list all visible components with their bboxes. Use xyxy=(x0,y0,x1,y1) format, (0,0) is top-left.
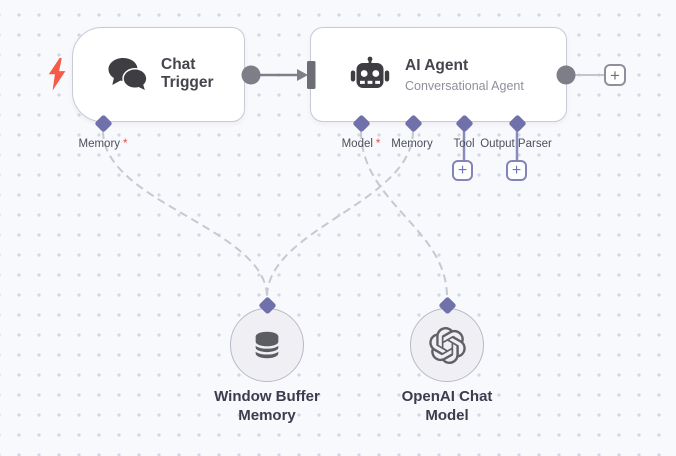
node-title-main: AI Agent xyxy=(405,57,469,74)
connection-memory-to-chat-trigger[interactable] xyxy=(102,130,268,298)
node-ai-agent[interactable]: AI Agent Conversational Agent xyxy=(310,27,567,122)
add-output-parser-button[interactable]: + xyxy=(506,160,527,181)
port-label-model: Model* xyxy=(341,138,381,150)
node-window-buffer-memory[interactable] xyxy=(230,308,304,382)
arrowhead-icon xyxy=(297,69,308,81)
plus-icon: + xyxy=(610,65,620,85)
lightning-bolt-icon xyxy=(48,58,66,91)
port-label-memory: Memory xyxy=(391,138,433,150)
plus-icon: + xyxy=(511,162,522,179)
required-asterisk: * xyxy=(123,138,128,150)
openai-logo-icon xyxy=(428,326,466,364)
node-title: Chat Trigger xyxy=(161,55,214,92)
node-openai-chat-model[interactable] xyxy=(410,308,484,382)
add-tool-button[interactable]: + xyxy=(452,160,473,181)
chat-bubbles-icon xyxy=(108,58,148,93)
connection-memory-to-ai-agent[interactable] xyxy=(266,130,414,298)
node-subtitle: Conversational Agent xyxy=(405,78,524,93)
node-chat-trigger[interactable]: Chat Trigger xyxy=(72,27,245,122)
connection-model-to-ai-agent[interactable] xyxy=(360,130,448,298)
robot-icon xyxy=(350,56,390,88)
database-icon xyxy=(253,331,281,359)
port-label-output-parser: Output Parser xyxy=(480,138,552,150)
node-label-openai-chat-model: OpenAI Chat Model xyxy=(401,388,493,424)
port-label-tool: Tool xyxy=(453,138,475,150)
plus-icon: + xyxy=(457,162,468,179)
node-label-window-buffer-memory: Window Buffer Memory xyxy=(214,388,320,424)
add-node-button[interactable]: + xyxy=(604,64,626,86)
required-asterisk: * xyxy=(375,138,381,150)
port-label-memory-required: Memory* xyxy=(78,138,128,150)
connection-chat-trigger-to-ai-agent[interactable] xyxy=(252,69,308,81)
